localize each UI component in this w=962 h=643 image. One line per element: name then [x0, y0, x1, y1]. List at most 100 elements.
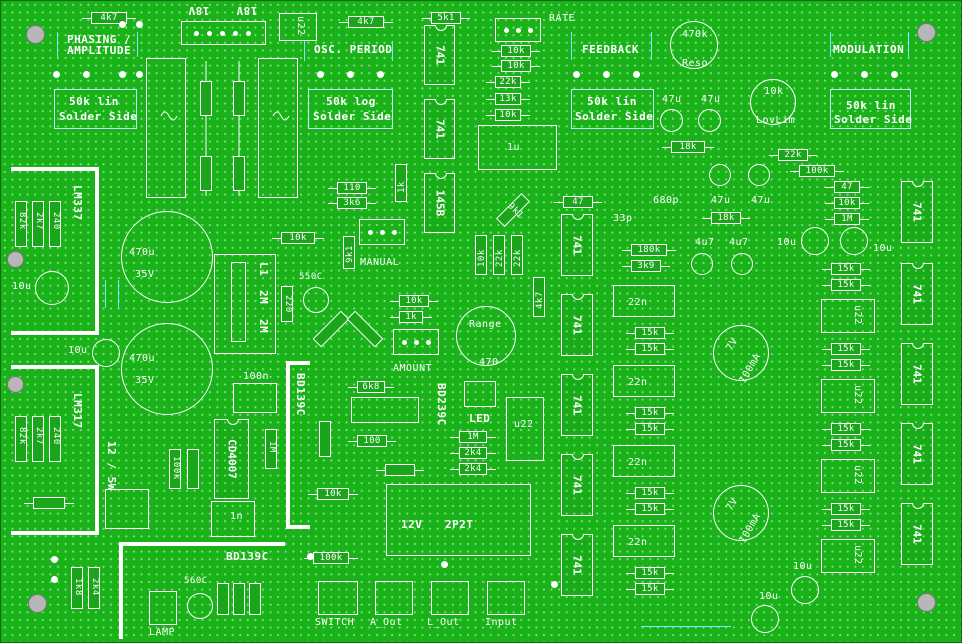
resistor: 15k [626, 503, 674, 515]
regulator-lm317: LM317 [71, 393, 84, 429]
capacitor-label: 10u [793, 561, 813, 572]
capacitor-label: u22 [852, 465, 863, 485]
amplitude-label: AMPLITUDE [67, 44, 132, 57]
heatsink-bar [286, 525, 310, 529]
capacitor [35, 271, 69, 305]
feedback-label: FEEDBACK [582, 43, 639, 56]
capacitor [92, 339, 120, 367]
capacitor-label: 47u [751, 195, 771, 206]
input-label: Input [485, 617, 518, 628]
opamp-741: 741 [901, 343, 933, 405]
resistor [88, 567, 100, 609]
trimmer-value: 10k [764, 86, 784, 97]
resistor-label: 10k [477, 249, 487, 267]
resistor [533, 277, 545, 317]
resistor-label: 82k [17, 212, 27, 230]
rate-label: RATE [549, 13, 576, 24]
pad [891, 71, 898, 78]
heatsink-bar [286, 361, 310, 365]
capacitor [840, 227, 868, 255]
capacitor [801, 227, 829, 255]
a-out-label: A_Out [370, 617, 403, 628]
diode [200, 156, 212, 191]
resistor: 100k [304, 552, 358, 564]
resistor: 15k [822, 263, 870, 275]
resistor: 22k [769, 149, 817, 161]
diode [200, 81, 212, 116]
trimmer-label: Range [469, 319, 502, 330]
resistor: 10k [492, 45, 540, 57]
capacitor [660, 109, 683, 132]
resistor-label: 240 [51, 427, 61, 445]
capacitor-label: 680p [653, 195, 680, 206]
pad [119, 21, 126, 28]
pad [83, 71, 90, 78]
capacitor-u22 [821, 459, 875, 493]
mounting-hole [7, 251, 24, 268]
resistor: 15k [626, 343, 674, 355]
mounting-hole [917, 593, 936, 612]
highlight [105, 280, 106, 308]
resistor [281, 286, 293, 322]
resistor: 15k [822, 343, 870, 355]
resistor [32, 416, 44, 462]
resistor-label: 82k [17, 427, 27, 445]
resistor: 3k6 [328, 197, 376, 209]
pot-value: 50k lin [587, 95, 637, 108]
pad [317, 71, 324, 78]
resistor-label: 1M [267, 441, 277, 453]
transistor-label: 560C [184, 576, 208, 586]
capacitor-label: 470u [129, 247, 156, 258]
transistor [187, 593, 213, 619]
resistor: 47 [825, 181, 869, 193]
resistor [187, 449, 199, 489]
capacitor-u22 [821, 539, 875, 573]
capacitor-label: 47u [662, 94, 682, 105]
relay [386, 484, 531, 556]
ic-cd4007: CD4007 [214, 419, 249, 499]
rate-header [495, 18, 541, 42]
electrolytic-capacitor [713, 485, 769, 541]
heatsink-bar [11, 167, 99, 171]
resistor: 1M [825, 213, 869, 225]
pot-value: 50k lin [69, 95, 119, 108]
osc-period-label: OSC. PERIOD [314, 43, 393, 56]
capacitor [698, 109, 721, 132]
resistor: 4k7 [82, 12, 136, 24]
diode [24, 497, 74, 509]
mounting-hole [26, 25, 45, 44]
transistor [303, 287, 329, 313]
capacitor-label: 4u7 [729, 237, 749, 248]
capacitor-1u [478, 125, 557, 170]
pad [136, 71, 143, 78]
capacitor [691, 253, 713, 275]
opamp-741: 741 [901, 181, 933, 243]
resistor: 15k [822, 279, 870, 291]
pot-feedback [571, 89, 654, 129]
resistor: 13k [486, 93, 530, 105]
capacitor [751, 605, 779, 633]
electrolytic-capacitor [121, 211, 213, 303]
resistor [71, 567, 83, 609]
resistor: 100 [348, 435, 396, 447]
manual-header [359, 219, 405, 245]
switch-connector [318, 581, 358, 615]
pot-osc [308, 89, 393, 129]
resistor: 22k [486, 76, 530, 88]
pot-note: Solder Side [575, 110, 654, 123]
resistor [15, 201, 27, 247]
pot-note: Solder Side [59, 110, 138, 123]
input-connector [487, 581, 525, 615]
relay-type: 2P2T [445, 518, 474, 531]
trimmer-value: 470k [682, 29, 709, 40]
regulator-lm337: LM337 [71, 185, 84, 221]
a-out-connector [375, 581, 413, 615]
resistor-label: 220 [283, 295, 293, 313]
capacitor-label: 22n [628, 377, 648, 388]
pad [861, 71, 868, 78]
resistor: 2k4 [450, 447, 496, 459]
trimmer-value: 470 [479, 357, 499, 368]
capacitor-u22 [821, 299, 875, 333]
resistor: 6k8 [348, 381, 394, 393]
heatsink-bar [95, 167, 99, 335]
